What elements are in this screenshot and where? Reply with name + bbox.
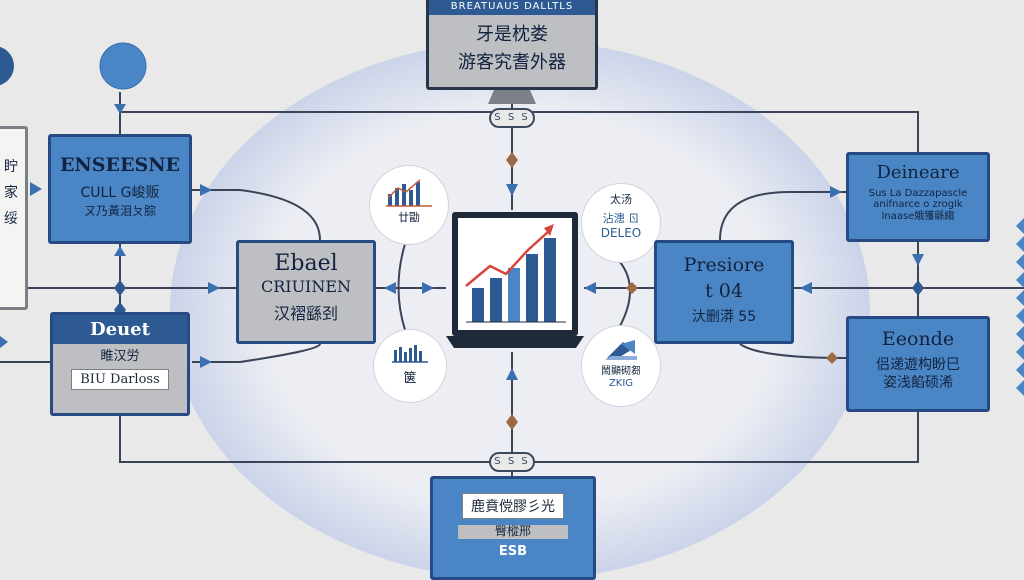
box-ensee: ENSEESNE CULL G峻贩 ㄡ乃黃泪ㄆ腙: [48, 134, 192, 244]
circle-chart-topleft: 廿勖: [370, 166, 448, 244]
pill-connector-top: S S S: [489, 108, 535, 128]
left-edge-card: 眝 家 绥: [0, 126, 28, 310]
box-eeonde-title: Eeonde: [881, 328, 955, 350]
header-box-line1: 牙是枕娄: [476, 23, 548, 45]
circle-chart-bottomleft: 箧: [374, 330, 446, 402]
box-bottom-center: 鹿賁傥膠彡光 臀樅邢 ESB: [430, 476, 596, 580]
box-deineare-line3: lnaase娥獲繇縐: [881, 210, 955, 222]
folded-shapes-icon: [605, 340, 637, 360]
box-eeonde: Eeonde 侣递遊构盼巳 姿浅餡硕浠: [846, 316, 990, 412]
box-ensee-sub2: ㄡ乃黃泪ㄆ腙: [83, 203, 156, 218]
header-box: BREATUAUS DALLTLS 牙是枕娄 游客究耆外器: [426, 0, 598, 90]
box-ebael-sub: CRIUINEN: [260, 277, 352, 297]
box-ebael: Ebael CRIUINEN 汉褶繇刭: [236, 240, 376, 344]
circle-topright-line3: DELEO: [600, 226, 642, 241]
circle-topright-line1: 太汤: [610, 193, 632, 206]
circle-topright: 太汤 沾漶 ㄖ DELEO: [582, 184, 660, 262]
circle-bottomright: 鬧顯砌芻 ZKIG: [582, 326, 660, 406]
box-presiore-cn: 汏删漭 55: [691, 308, 757, 325]
box-deuet-title: Deuet: [53, 315, 187, 344]
mini-bar-chart-icon: [386, 179, 432, 207]
left-edge-line1: 眝: [4, 159, 18, 175]
box-bottom-line3: ESB: [498, 543, 528, 559]
box-ebael-cn: 汉褶繇刭: [273, 303, 338, 323]
box-bottom-chip: 鹿賁傥膠彡光: [462, 493, 564, 519]
box-presiore: Presiore t 04 汏删漭 55: [654, 240, 794, 344]
box-eeonde-line1: 侣递遊构盼巳: [876, 356, 960, 373]
box-deuet: Deuet 睢汉労 BIU Darloss: [50, 312, 190, 416]
box-deineare: Deineare Sus La Dazzapascle anifnarce o …: [846, 152, 990, 242]
box-presiore-title: Presiore: [683, 254, 765, 276]
box-ensee-sub: CULL G峻贩: [80, 184, 160, 201]
box-bottom-line2: 臀樅邢: [458, 524, 568, 539]
circle-chart-bottomleft-label: 箧: [403, 371, 417, 386]
circle-chart-topleft-label: 廿勖: [398, 211, 420, 224]
left-edge-line3: 绥: [4, 211, 18, 228]
laptop-growth-chart: [446, 210, 584, 352]
header-box-title: BREATUAUS DALLTLS: [429, 0, 595, 15]
box-deuet-chip: BIU Darloss: [71, 368, 169, 390]
box-ensee-title: ENSEESNE: [59, 154, 181, 176]
box-presiore-sub: t 04: [705, 279, 743, 302]
header-box-line2: 游客究耆外器: [458, 52, 566, 74]
box-deineare-line1: Sus La Dazzapascle: [868, 187, 968, 199]
circle-bottomright-line1: 鬧顯砌芻: [601, 366, 641, 377]
pill-connector-bottom: S S S: [489, 452, 535, 472]
circle-topright-line2: 沾漶 ㄖ: [602, 211, 640, 225]
mini-column-icon: [392, 345, 428, 363]
box-eeonde-line2: 姿浅餡硕浠: [883, 374, 953, 391]
box-deineare-line2: anifnarce o zroglk: [873, 199, 963, 211]
circle-bottomright-line2: ZKIG: [608, 377, 634, 389]
laptop-icon: [446, 212, 584, 348]
box-ebael-title: Ebael: [274, 251, 338, 276]
box-deuet-cn: 睢汉労: [100, 349, 140, 364]
box-deineare-title: Deineare: [876, 162, 960, 183]
left-edge-line2: 家: [4, 185, 18, 202]
